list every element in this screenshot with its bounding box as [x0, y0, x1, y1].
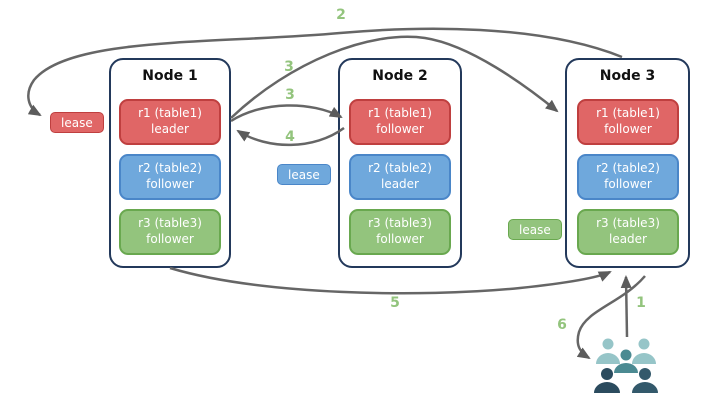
user-back-right-icon — [632, 338, 656, 364]
node-1-replica-r3: r3 (table3) follower — [119, 209, 221, 255]
replica-name: r1 (table1) — [596, 106, 660, 121]
arrow-label-3b: 3 — [285, 87, 295, 103]
replica-name: r3 (table3) — [596, 216, 660, 231]
replica-name: r1 (table1) — [138, 106, 202, 121]
arrow-label-6: 6 — [557, 317, 567, 333]
replica-name: r1 (table1) — [368, 106, 432, 121]
lease-label-table3: lease — [508, 219, 562, 240]
replica-name: r2 (table2) — [596, 161, 660, 176]
replica-role: leader — [608, 232, 647, 246]
node-3-replica-r3: r3 (table3) leader — [577, 209, 679, 255]
node-3-replica-r1: r1 (table1) follower — [577, 99, 679, 145]
user-middle-icon — [614, 349, 638, 373]
node-2-title: Node 2 — [372, 68, 428, 84]
arrow-3-node1-to-node2 — [230, 104, 343, 123]
node-2-replica-r1: r1 (table1) follower — [349, 99, 451, 145]
arrow-label-3a: 3 — [284, 59, 294, 75]
node-2-replica-r2: r2 (table2) leader — [349, 154, 451, 200]
node-1-replica-r2: r2 (table2) follower — [119, 154, 221, 200]
arrow-6-node3-to-users — [576, 275, 646, 360]
replica-role: leader — [150, 122, 189, 136]
node-1-box: Node 1 r1 (table1) leader r2 (table2) fo… — [109, 58, 231, 268]
replica-name: r3 (table3) — [138, 216, 202, 231]
replica-name: r2 (table2) — [368, 161, 432, 176]
node-1-title: Node 1 — [142, 68, 198, 84]
lease-label-table1: lease — [50, 112, 104, 133]
arrow-label-2: 2 — [336, 7, 346, 23]
users-group-icon — [594, 338, 658, 393]
user-back-left-icon — [596, 338, 620, 364]
node-3-box: Node 3 r1 (table1) follower r2 (table2) … — [565, 58, 690, 268]
replica-role: follower — [604, 177, 652, 191]
arrow-label-4: 4 — [285, 129, 295, 145]
node-1-replica-r1: r1 (table1) leader — [119, 99, 221, 145]
replica-role: follower — [376, 232, 424, 246]
replica-name: r3 (table3) — [368, 216, 432, 231]
replica-role: follower — [146, 177, 194, 191]
user-front-left-icon — [594, 368, 620, 393]
arrow-label-5: 5 — [390, 295, 400, 311]
arrow-label-1: 1 — [636, 295, 646, 311]
replica-name: r2 (table2) — [138, 161, 202, 176]
node-3-replica-r2: r2 (table2) follower — [577, 154, 679, 200]
node-2-box: Node 2 r1 (table1) follower r2 (table2) … — [338, 58, 462, 268]
user-front-right-icon — [632, 368, 658, 393]
node-3-title: Node 3 — [599, 68, 656, 84]
replica-role: follower — [146, 232, 194, 246]
arrow-5-node1-to-node3 — [169, 266, 612, 295]
replica-role: follower — [376, 122, 424, 136]
arrow-1-users-to-node3 — [620, 275, 632, 338]
replica-role: leader — [380, 177, 419, 191]
lease-label-table2: lease — [277, 164, 331, 185]
node-2-replica-r3: r3 (table3) follower — [349, 209, 451, 255]
replica-role: follower — [604, 122, 652, 136]
